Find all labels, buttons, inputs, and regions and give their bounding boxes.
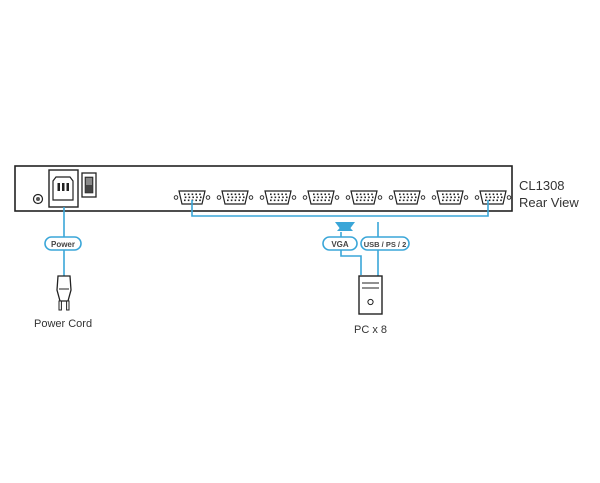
pc-caption: PC x 8 [354,324,387,336]
vga-port-icon [345,190,383,205]
device-view-label: Rear View [519,195,579,210]
power-label: Power [51,240,75,249]
vga-port-icon [173,190,211,205]
vga-port-icon [259,190,297,205]
iec-power-inlet-icon [48,169,79,208]
ground-screw-icon [32,193,44,205]
vga-port-icon [216,190,254,205]
device-model: CL1308 [519,178,565,193]
pc-tower-icon [358,275,383,315]
rear-panel [14,165,513,212]
usb-ps2-label: USB / PS / 2 [364,240,407,249]
vga-port-row [173,190,512,205]
rocker-switch-icon [81,172,97,198]
power-plug-icon [56,275,72,311]
power-cord-caption: Power Cord [34,318,92,330]
vga-cable [340,246,362,275]
vga-port-icon [388,190,426,205]
power-label-pill: Power [44,236,82,251]
vga-arrow [335,222,355,231]
vga-port-icon [431,190,469,205]
vga-label-pill: VGA [322,236,358,251]
vga-label: VGA [331,240,349,249]
vga-port-icon [474,190,512,205]
usb-ps2-label-pill: USB / PS / 2 [360,236,410,251]
vga-port-icon [302,190,340,205]
vga-bus-cable [191,200,489,217]
